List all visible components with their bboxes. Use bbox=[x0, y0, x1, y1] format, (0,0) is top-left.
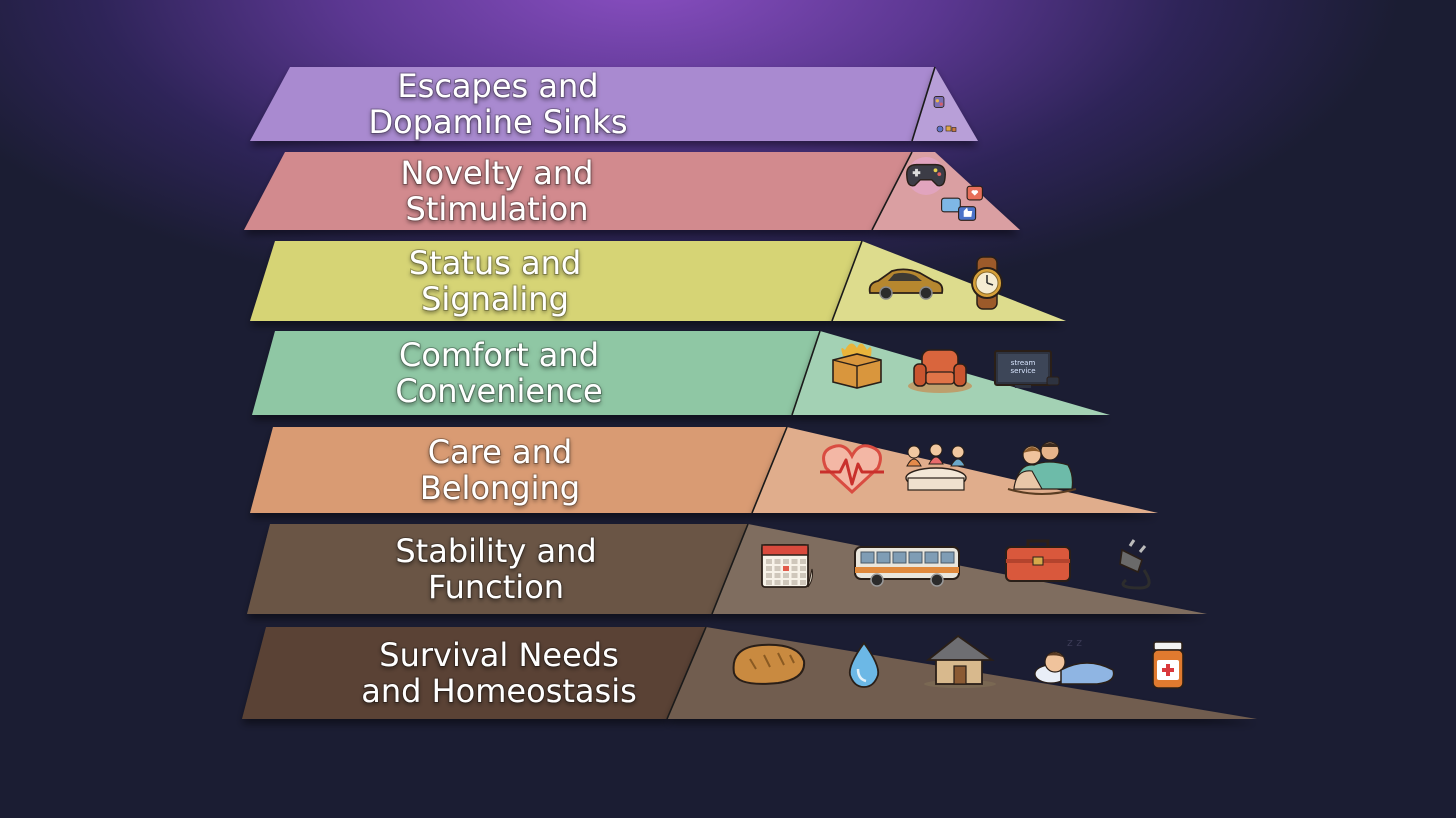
medicine-bottle-icon bbox=[1152, 641, 1184, 689]
tier-label-line: Function bbox=[428, 568, 564, 606]
tier-label-line: Dopamine Sinks bbox=[368, 103, 627, 141]
tier-label-line: Survival Needs bbox=[379, 636, 618, 674]
tier-label-panel bbox=[250, 241, 862, 321]
sleeping-person-icon: z z bbox=[1034, 636, 1115, 685]
power-plug-icon bbox=[1119, 539, 1151, 590]
tier-label-line: Convenience bbox=[395, 372, 602, 410]
sports-car-icon bbox=[868, 268, 944, 300]
tier-label-line: Care and bbox=[428, 433, 572, 471]
tier-label-line: Signaling bbox=[421, 280, 569, 318]
tier-label-panel bbox=[250, 67, 935, 141]
water-drop-icon bbox=[848, 641, 880, 688]
tier-divider bbox=[751, 426, 788, 514]
tier-label-panel bbox=[244, 152, 912, 230]
tv-screen-text: service bbox=[1010, 367, 1035, 375]
tier-divider bbox=[911, 66, 936, 142]
family-dinner-icon bbox=[905, 443, 967, 491]
tier-icon-panel bbox=[912, 67, 978, 141]
tier-label-panel bbox=[250, 427, 787, 513]
delivery-box-icon bbox=[832, 343, 882, 389]
armchair-icon bbox=[908, 349, 972, 393]
tier-divider bbox=[666, 626, 707, 720]
wristwatch-icon bbox=[971, 256, 1003, 310]
tier-label-panel bbox=[252, 331, 820, 415]
tier-label-line: Stability and bbox=[395, 532, 596, 570]
bus-icon bbox=[854, 546, 960, 587]
tier-divider bbox=[871, 151, 913, 231]
tier-label-line: Escapes and bbox=[397, 67, 598, 105]
tier-label-line: Stimulation bbox=[406, 190, 589, 228]
tv-screen-text: stream bbox=[1011, 359, 1036, 367]
tier-label-line: Novelty and bbox=[401, 154, 594, 192]
trophy-icon bbox=[933, 95, 945, 108]
tier-label-line: Belonging bbox=[420, 469, 580, 507]
tier-label-line: Comfort and bbox=[399, 336, 599, 374]
tier-divider bbox=[711, 523, 749, 615]
tier-divider bbox=[831, 240, 863, 322]
calendar-icon bbox=[761, 544, 813, 588]
hug-icon bbox=[1007, 441, 1077, 495]
tier-divider bbox=[791, 330, 821, 416]
small-trinkets-icon bbox=[936, 125, 957, 133]
tier-label-panel bbox=[247, 524, 748, 614]
house-icon bbox=[924, 634, 996, 688]
heartbeat-icon bbox=[820, 444, 884, 495]
sleep-z-glyph: z z bbox=[1067, 636, 1082, 649]
tier-icon-panel bbox=[832, 241, 1066, 321]
toolbox-icon bbox=[1005, 539, 1071, 582]
game-controller-icon bbox=[906, 157, 946, 195]
social-notification-icon bbox=[941, 185, 983, 221]
tier-label-line: and Homeostasis bbox=[361, 672, 637, 710]
tier-label-panel bbox=[242, 627, 706, 719]
tier-label-line: Status and bbox=[409, 244, 581, 282]
bread-icon bbox=[732, 643, 806, 685]
